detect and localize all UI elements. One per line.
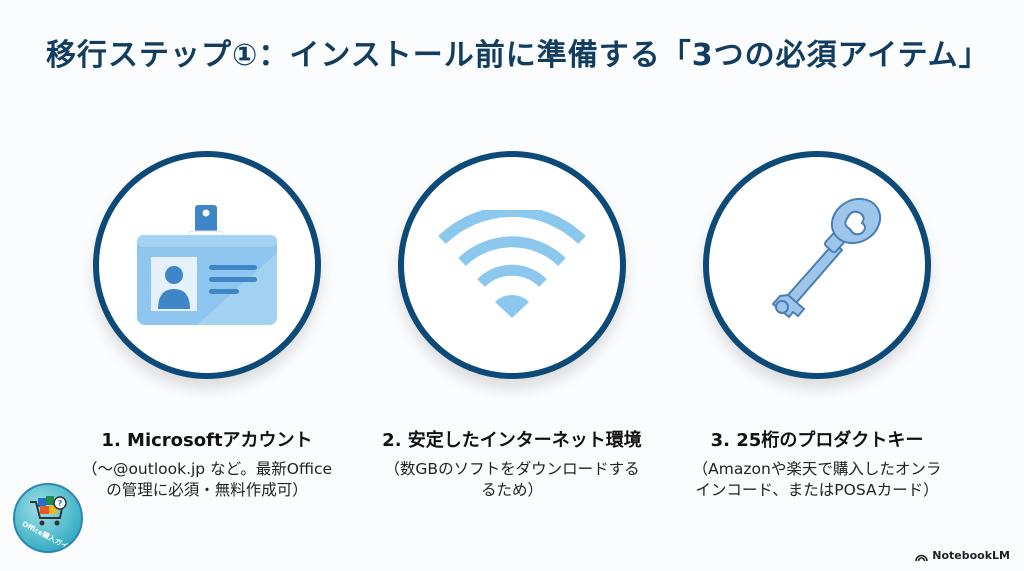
id-card-icon: [137, 205, 277, 325]
shopping-cart-icon: ?: [30, 496, 67, 526]
key-icon: [771, 197, 882, 319]
item-label: 3. 25桁のプロダクトキー: [710, 430, 924, 451]
item-description: （〜@outlook.jp など。最新Office の管理に必須・無料作成可）: [57, 459, 357, 501]
icon-circle: [398, 151, 626, 379]
desc-line: （Amazonや楽天で購入したオンラ: [692, 460, 942, 478]
desc-line: （数GBのソフトをダウンロードする: [384, 460, 640, 478]
svg-text:?: ?: [58, 499, 63, 508]
wifi-icon: [438, 210, 586, 318]
notebooklm-brand: NotebookLM: [915, 549, 1010, 562]
icon-circle: [93, 151, 321, 379]
brand-text: NotebookLM: [932, 549, 1010, 562]
item-label: 2. 安定したインターネット環境: [382, 430, 642, 451]
desc-line: るため）: [480, 481, 543, 499]
item-label: 1. Microsoftアカウント: [101, 430, 313, 451]
notebooklm-icon: [915, 554, 929, 561]
office-guide-logo: ? Office購入ガイド: [13, 483, 83, 553]
item-description: （Amazonや楽天で購入したオンラ インコード、またはPOSAカード）: [667, 459, 967, 501]
item-description: （数GBのソフトをダウンロードする るため）: [362, 459, 662, 501]
desc-line: の管理に必須・無料作成可）: [106, 481, 308, 499]
desc-line: （〜@outlook.jp など。最新Office: [81, 460, 333, 478]
desc-line: インコード、またはPOSAカード）: [695, 481, 939, 499]
icon-circle: [703, 151, 931, 379]
slide-title: 移行ステップ①：インストール前に準備する「3つの必須アイテム」: [46, 38, 990, 73]
